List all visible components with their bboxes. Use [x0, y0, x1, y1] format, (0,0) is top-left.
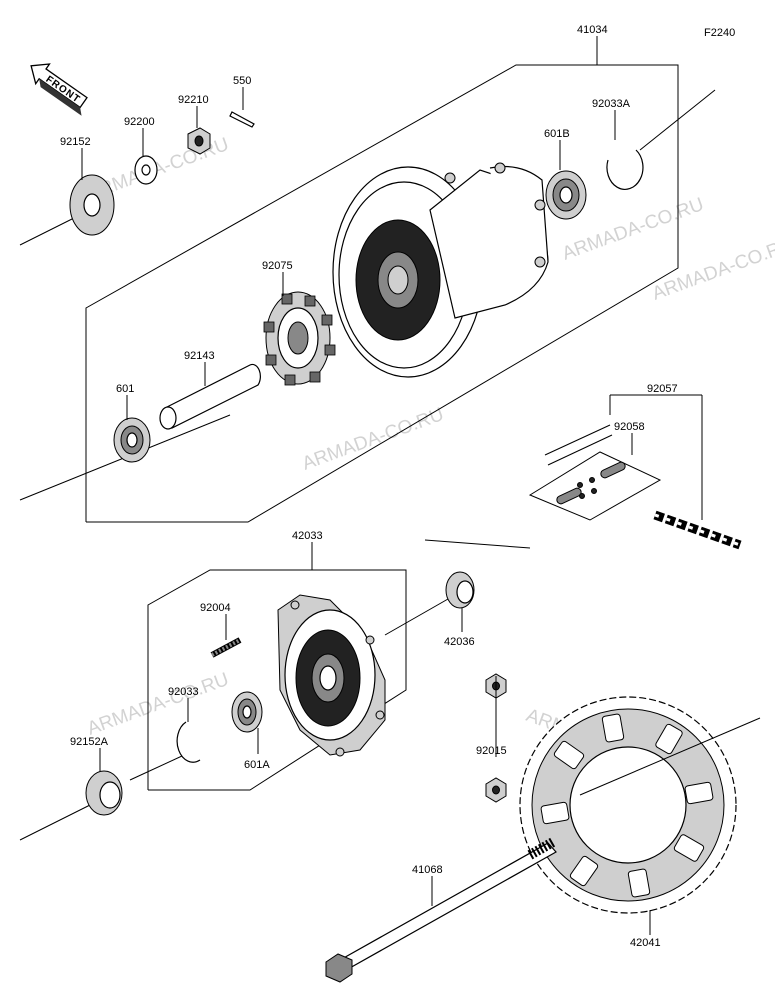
label-601A: 601A — [244, 759, 270, 771]
watermark-6: ARMADA-CO.RU — [650, 234, 775, 305]
nut-92210 — [187, 106, 211, 155]
bearing-601 — [113, 395, 151, 463]
watermark-4: ARMADA-CO.RU — [85, 669, 232, 740]
circlip-92033 — [176, 698, 201, 763]
coupling-42033 — [277, 594, 386, 757]
watermark-3: ARMADA-CO.RU — [300, 404, 447, 475]
label-41034: 41034 — [577, 24, 608, 36]
collar-92152A — [85, 748, 123, 816]
label-92057: 92057 — [647, 383, 678, 395]
label-42041: 42041 — [630, 937, 661, 949]
label-41068: 41068 — [412, 864, 443, 876]
spacer-92143 — [159, 362, 261, 430]
label-92200: 92200 — [124, 116, 155, 128]
circlip-92033A — [606, 110, 644, 190]
collar-92152 — [69, 148, 115, 236]
label-92210: 92210 — [178, 94, 209, 106]
label-92152: 92152 — [60, 136, 91, 148]
axle-41068 — [325, 837, 557, 983]
wheel-hub — [332, 162, 549, 378]
label-601: 601 — [116, 383, 134, 395]
stud-92004 — [210, 614, 242, 658]
cotter-pin-550 — [229, 87, 255, 128]
diagram-ref-code: F2240 — [704, 27, 735, 39]
bearing-601A — [231, 691, 263, 754]
label-92075: 92075 — [262, 260, 293, 272]
label-92058: 92058 — [614, 421, 645, 433]
label-92004: 92004 — [200, 602, 231, 614]
label-601B: 601B — [544, 128, 570, 140]
label-550: 550 — [233, 75, 251, 87]
front-arrow-icon: FRONT — [30, 63, 88, 116]
label-92033A: 92033A — [592, 98, 631, 110]
collar-42036 — [445, 571, 475, 632]
label-92143: 92143 — [184, 350, 215, 362]
label-42033: 42033 — [292, 530, 323, 542]
label-42036: 42036 — [444, 636, 475, 648]
nut-92015 — [485, 673, 507, 757]
bearing-601B — [545, 140, 587, 220]
part-labels: 41034 92033A 601B 92152 92200 92210 550 … — [60, 24, 678, 949]
nut-92015-placed — [485, 777, 507, 803]
chain-links — [556, 461, 742, 550]
label-92152A: 92152A — [70, 736, 109, 748]
damper-92075 — [263, 272, 336, 386]
washer-92200 — [134, 128, 158, 185]
sprocket-42041 — [519, 696, 761, 935]
label-92015: 92015 — [476, 745, 507, 757]
label-92033: 92033 — [168, 686, 199, 698]
chain-assembly — [528, 394, 742, 550]
